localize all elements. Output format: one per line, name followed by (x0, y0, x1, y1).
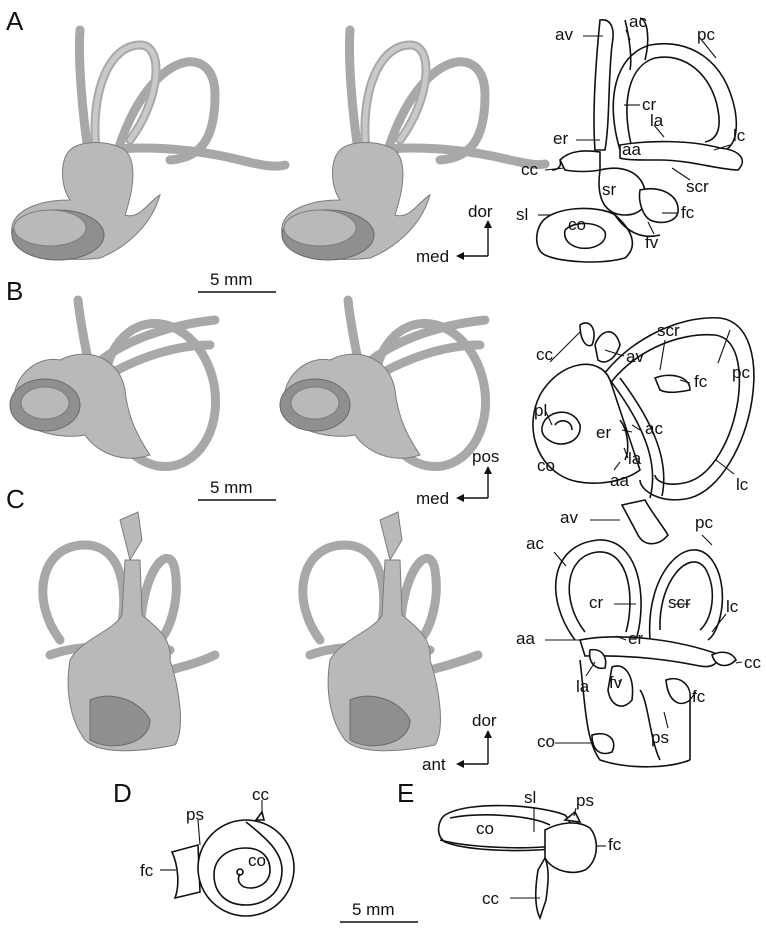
b-label-er: er (596, 423, 611, 442)
bottom-scale-label: 5 mm (352, 900, 395, 919)
panel-a: A 5 mm (6, 6, 746, 293)
panel-c-orientation: dor ant (422, 711, 497, 774)
panel-b-drawing (532, 317, 755, 501)
panel-b-render-left (9, 295, 221, 472)
a-label-fc: fc (681, 203, 695, 222)
e-label-co: co (476, 819, 494, 838)
b-label-aa: aa (610, 471, 629, 490)
c-axis-side: ant (422, 755, 446, 774)
a-label-la: la (650, 111, 664, 130)
panel-e: E sl ps co fc cc (397, 778, 622, 921)
a-label-er: er (553, 129, 568, 148)
b-label-fc: fc (694, 372, 708, 391)
b-label-pc: pc (732, 363, 750, 382)
c-label-lc: lc (726, 597, 739, 616)
c-label-aa: aa (516, 629, 535, 648)
b-label-la: la (628, 449, 642, 468)
a-label-fv: fv (645, 233, 659, 252)
d-label-fc: fc (140, 861, 154, 880)
a-label-sl: sl (516, 205, 528, 224)
a-label-cr: cr (642, 95, 657, 114)
c-label-la: la (576, 677, 590, 696)
panel-letter-b: B (6, 276, 23, 306)
panel-a-orientation: dor med (416, 202, 493, 266)
panel-c-render-left (38, 511, 220, 752)
c-label-ps: ps (651, 728, 669, 747)
a-label-sr: sr (602, 180, 617, 199)
a-label-co: co (568, 215, 586, 234)
b-label-av: av (626, 347, 644, 366)
panel-a-drawing (535, 17, 744, 263)
c-label-av: av (560, 508, 578, 527)
b-label-co: co (537, 456, 555, 475)
a-axis-up: dor (468, 202, 493, 221)
a-label-scr: scr (686, 177, 709, 196)
panel-b-orientation: pos med (416, 447, 499, 508)
panel-c-render-right (298, 511, 483, 752)
d-label-ps: ps (186, 805, 204, 824)
b-axis-up: pos (472, 447, 499, 466)
a-label-ac: ac (629, 12, 647, 31)
b-label-scr: scr (657, 321, 680, 340)
a-label-cc: cc (521, 160, 539, 179)
panel-a-scale-label: 5 mm (210, 270, 253, 289)
panel-letter-d: D (113, 778, 132, 808)
c-label-er: er (628, 629, 643, 648)
panel-letter-c: C (6, 484, 25, 514)
d-label-co: co (248, 851, 266, 870)
c-label-fv: fv (609, 673, 623, 692)
c-label-scr: scr (668, 593, 691, 612)
panel-b-render-right (279, 295, 491, 472)
b-label-ac: ac (645, 419, 663, 438)
panel-c: C (6, 484, 762, 774)
panel-letter-a: A (6, 6, 24, 36)
panel-a-render-left (11, 25, 290, 261)
a-label-pc: pc (697, 25, 715, 44)
c-label-cr: cr (589, 593, 604, 612)
panel-d: D cc ps fc co (113, 778, 295, 917)
a-axis-side: med (416, 247, 449, 266)
panel-letter-e: E (397, 778, 414, 808)
panel-e-drawing (437, 804, 598, 921)
d-label-cc: cc (252, 785, 270, 804)
b-axis-side: med (416, 489, 449, 508)
c-label-fc: fc (692, 687, 706, 706)
panel-a-render-right (281, 25, 550, 261)
panel-c-drawing (555, 499, 737, 768)
c-axis-up: dor (472, 711, 497, 730)
b-label-pl: pl (534, 401, 547, 420)
c-label-co: co (537, 732, 555, 751)
c-label-cc: cc (744, 653, 762, 672)
b-label-lc: lc (736, 475, 749, 494)
a-label-lc: lc (733, 126, 746, 145)
b-label-cc: cc (536, 345, 554, 364)
panel-b-scale-label: 5 mm (210, 478, 253, 497)
e-label-sl: sl (524, 788, 536, 807)
c-label-pc: pc (695, 513, 713, 532)
e-label-fc: fc (608, 835, 622, 854)
c-label-ac: ac (526, 534, 544, 553)
panel-b: B 5 mm (6, 276, 755, 508)
e-label-cc: cc (482, 889, 500, 908)
e-label-ps: ps (576, 791, 594, 810)
a-label-aa: aa (622, 140, 641, 159)
a-label-av: av (555, 25, 573, 44)
panel-d-drawing (170, 810, 295, 917)
